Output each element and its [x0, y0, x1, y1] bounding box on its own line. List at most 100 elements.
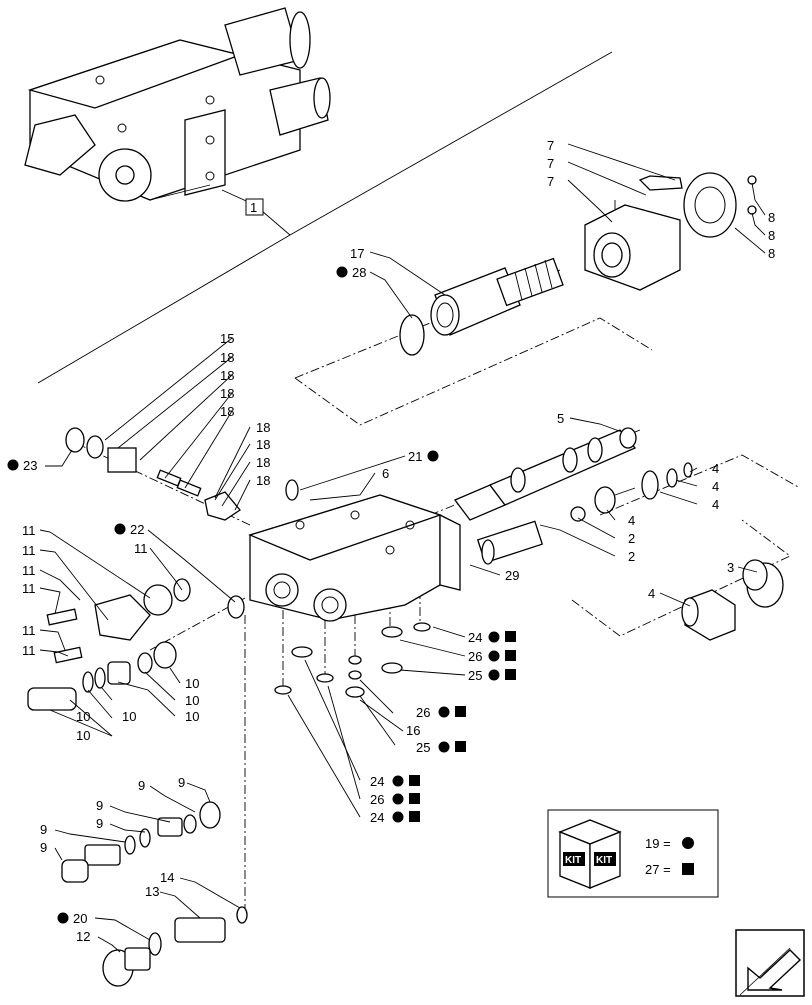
- callout-29: 29: [505, 568, 519, 583]
- callout-4b: 4: [712, 479, 719, 494]
- callout-15: 15: [220, 331, 234, 346]
- o-ring-24c: [348, 655, 362, 665]
- callout-18b: 18: [220, 368, 234, 383]
- callout-21: 21: [408, 449, 422, 464]
- callout-23: 23: [23, 458, 37, 473]
- kit-box-icon: KIT KIT: [558, 819, 622, 889]
- filled-square-icon: [409, 811, 420, 822]
- o-ring-4c: [683, 462, 693, 478]
- callout-8b: 8: [768, 228, 775, 243]
- filled-square-icon: [455, 706, 466, 717]
- callout-8a: 8: [768, 210, 775, 225]
- callout-14: 14: [160, 870, 174, 885]
- filled-circle-icon: [488, 631, 500, 643]
- callout-10b: 10: [185, 693, 199, 708]
- callout-10a: 10: [185, 676, 199, 691]
- callout-2a: 2: [628, 531, 635, 546]
- filled-circle-icon: [392, 811, 404, 823]
- o-ring-24a: [291, 646, 313, 658]
- callout-11b: 11: [134, 541, 148, 556]
- filled-circle-icon: [488, 650, 500, 662]
- filled-square-icon: [455, 741, 466, 752]
- callout-9f: 9: [40, 840, 47, 855]
- relief-valve-9: [61, 801, 221, 883]
- ring-14: [236, 906, 248, 924]
- envelope-right-top: [599, 454, 801, 516]
- plug-12: [102, 932, 162, 987]
- o-ring-25a: [345, 686, 365, 698]
- callout-18a: 18: [220, 350, 234, 365]
- filled-circle-icon: [488, 669, 500, 681]
- filled-square-icon: [682, 863, 694, 875]
- next-page-arrow-icon[interactable]: [735, 929, 805, 997]
- o-ring-24d: [413, 622, 431, 632]
- callout-18g: 18: [256, 455, 270, 470]
- lever-11: [46, 578, 191, 664]
- callout-24c: 24: [370, 810, 384, 825]
- filled-circle-icon: [57, 912, 69, 924]
- envelope-top: [294, 317, 653, 426]
- o-ring-4b: [666, 468, 678, 488]
- callout-9a: 9: [178, 775, 185, 790]
- callout-26c: 26: [370, 792, 384, 807]
- piston-2: [476, 486, 636, 565]
- callout-18f: 18: [256, 437, 270, 452]
- valve-assembly-overview: [24, 7, 331, 202]
- callout-8c: 8: [768, 246, 775, 261]
- callout-4c: 4: [712, 497, 719, 512]
- callout-17: 17: [350, 246, 364, 261]
- kit-legend: KIT KIT 19 = 27 =: [547, 809, 719, 898]
- plug-4: [681, 589, 736, 641]
- legend-entry-19: 19 =: [645, 836, 671, 851]
- filled-circle-icon: [392, 793, 404, 805]
- filled-circle-icon: [114, 523, 126, 535]
- filled-circle-icon: [682, 837, 694, 849]
- main-spool-5: [453, 427, 637, 521]
- o-ring-28: [399, 314, 425, 356]
- ring-15: [86, 435, 104, 459]
- knob-3: [742, 559, 784, 608]
- filled-square-icon: [505, 631, 516, 642]
- callout-4e: 4: [648, 586, 655, 601]
- callout-13: 13: [145, 884, 159, 899]
- callout-labels: 7 7 7 8 8 8 17 28 15 18 18 18 18 18 18 1…: [7, 138, 775, 944]
- callout-18c: 18: [220, 386, 234, 401]
- callout-18h: 18: [256, 473, 270, 488]
- o-ring-4a: [641, 470, 659, 500]
- callout-16: 16: [406, 723, 420, 738]
- callout-26a: 26: [468, 649, 482, 664]
- callout-6: 6: [382, 466, 389, 481]
- o-ring-24b: [274, 685, 292, 695]
- callout-11e: 11: [22, 581, 36, 596]
- spring-13: [174, 917, 226, 943]
- spool-assembly-17: [399, 257, 564, 356]
- filled-circle-icon: [7, 459, 19, 471]
- callout-4d: 4: [628, 513, 635, 528]
- callout-2b: 2: [628, 549, 635, 564]
- callout-9e: 9: [40, 822, 47, 837]
- callout-11f: 11: [22, 623, 36, 638]
- callout-9b: 9: [138, 778, 145, 793]
- filled-circle-icon: [427, 450, 439, 462]
- callout-7c: 7: [547, 174, 554, 189]
- housing-cap: [584, 172, 757, 291]
- filled-square-icon: [409, 793, 420, 804]
- callout-9d: 9: [96, 816, 103, 831]
- spring-18b: [176, 479, 202, 497]
- legend-entry-27: 27 =: [645, 862, 671, 877]
- callout-4a: 4: [712, 461, 719, 476]
- callout-7b: 7: [547, 156, 554, 171]
- check-valve-10: [27, 641, 177, 711]
- valve-section-body-6: [248, 494, 461, 622]
- o-ring-22: [227, 595, 245, 619]
- leader-lines: [39, 143, 766, 953]
- callout-7a: 7: [547, 138, 554, 153]
- filled-square-icon: [505, 669, 516, 680]
- callout-10f: 10: [76, 728, 90, 743]
- callout-5: 5: [557, 411, 564, 426]
- callout-box-1: [245, 198, 264, 216]
- callout-11a: 11: [22, 523, 36, 538]
- callout-3: 3: [727, 560, 734, 575]
